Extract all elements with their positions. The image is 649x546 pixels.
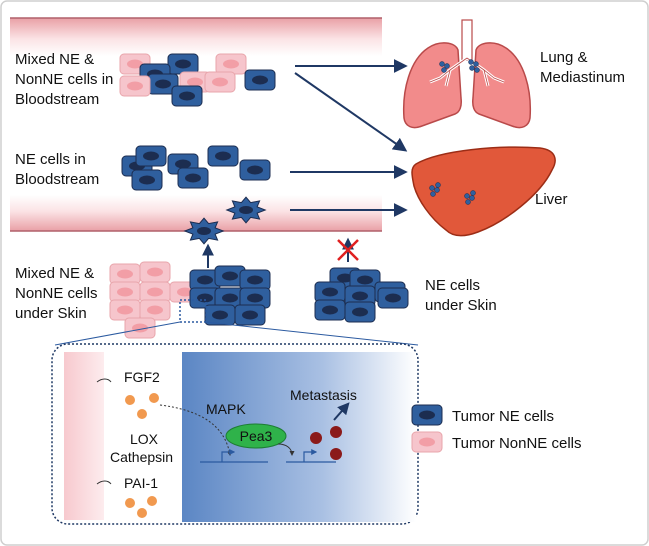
spiky-cell-nucleus	[239, 206, 253, 214]
ne-cell	[239, 159, 271, 181]
ne-cell	[314, 281, 346, 303]
legend-ne-swatch	[411, 404, 443, 426]
nonne-cell	[139, 261, 171, 283]
label-mixed-skin: Mixed NE & NonNE cells under Skin	[15, 265, 102, 322]
spiky-cell-nucleus	[197, 227, 211, 235]
ne-cell	[239, 287, 271, 309]
nonne-cell	[109, 281, 141, 303]
nonne-cell	[139, 281, 171, 303]
ne-cell	[147, 73, 179, 95]
ne-cell	[344, 301, 376, 323]
legend-nonne-swatch	[411, 431, 443, 453]
nonne-cell	[109, 263, 141, 285]
ne-cell	[189, 269, 221, 291]
pai1-dots	[125, 496, 157, 518]
liver-icon	[411, 146, 556, 237]
ne-cell	[135, 145, 167, 167]
ne-cell	[344, 285, 376, 307]
ne-cell	[207, 145, 239, 167]
signal-arrow	[159, 404, 232, 456]
promoter-1	[200, 449, 268, 463]
label-lox: LOX	[130, 431, 159, 447]
blocked-x-icon	[337, 239, 359, 261]
mixed-skin-cells	[109, 261, 271, 339]
ne-cell	[377, 287, 409, 309]
nonne-cell	[124, 317, 156, 339]
ne-cell	[171, 85, 203, 107]
zoom-region	[179, 299, 207, 323]
ne-cell	[244, 69, 276, 91]
pea3-label: Pea3	[240, 428, 273, 444]
ne-cell	[131, 169, 163, 191]
legend-label-ne: Tumor NE cells	[452, 408, 554, 425]
label-ne-skin: NE cells under Skin	[425, 277, 497, 314]
ne-bloodstream-cells	[121, 145, 271, 191]
secretion-arrow-pai1	[96, 480, 112, 485]
ne-cell	[239, 269, 271, 291]
intravasating-cells	[183, 196, 267, 245]
label-lung: Lung & Mediastinum	[540, 49, 625, 86]
pea3-node: Pea3	[225, 423, 287, 449]
label-pai1: PAI-1	[124, 475, 158, 491]
secretion-arrow-fgf2	[96, 378, 112, 383]
ne-cell	[349, 269, 381, 291]
fgf2-dots	[125, 393, 159, 419]
ne-cell	[167, 53, 199, 75]
legend-label-nonne: Tumor NonNE cells	[452, 435, 581, 452]
nonne-cell	[215, 53, 247, 75]
arrow-to-liver-1	[294, 72, 408, 152]
zoom-line-right	[205, 321, 419, 346]
mechanism-inset	[51, 343, 419, 525]
label-metastasis: Metastasis	[290, 387, 357, 403]
ne-skin-cells	[314, 267, 409, 323]
ne-cell	[234, 304, 266, 326]
ne-cell	[177, 167, 209, 189]
mixed-bloodstream-cells	[119, 53, 276, 107]
pea3-target-arrow	[277, 443, 295, 456]
ne-cell	[314, 299, 346, 321]
ne-cell	[204, 304, 236, 326]
label-mixed-bloodstream: Mixed NE & NonNE cells in Bloodstream	[15, 51, 118, 108]
nonne-cell	[109, 299, 141, 321]
label-fgf2: FGF2	[124, 369, 160, 385]
label-liver: Liver	[535, 191, 568, 208]
zoom-line-left	[54, 321, 181, 346]
nonne-cell	[204, 71, 236, 93]
lung-icon	[402, 19, 532, 129]
nonne-cell	[119, 75, 151, 97]
label-mapk: MAPK	[206, 401, 246, 417]
legend: Tumor NE cells Tumor NonNE cells	[411, 404, 581, 453]
label-cathepsin: Cathepsin	[110, 449, 173, 465]
metastasis-arrow	[333, 402, 350, 421]
promoter-2	[286, 449, 336, 463]
metastasis-dots	[310, 426, 342, 460]
label-ne-bloodstream: NE cells in Bloodstream	[15, 151, 99, 188]
nonne-cell	[139, 299, 171, 321]
